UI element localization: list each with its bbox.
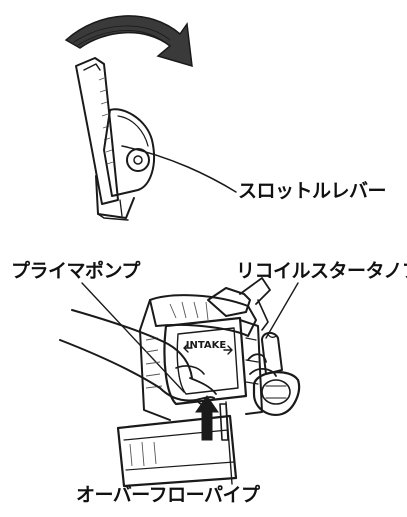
primer-pump-label: プライマポンプ [11,260,140,282]
up-arrow-icon [195,395,219,441]
throttle-lever [75,57,237,221]
recoil-starter-knob-label: リコイルスタータノブ [236,260,407,282]
curved-arrow-icon [64,15,193,68]
throttle-lever-label: スロットルレバー [238,180,387,202]
hand [59,309,217,408]
engine-body: INTAKE [116,277,271,488]
overflow-pipe-label: オーバーフローパイプ [76,484,260,506]
intake-marking: INTAKE [186,340,227,351]
recoil-starter-knob [247,332,301,416]
